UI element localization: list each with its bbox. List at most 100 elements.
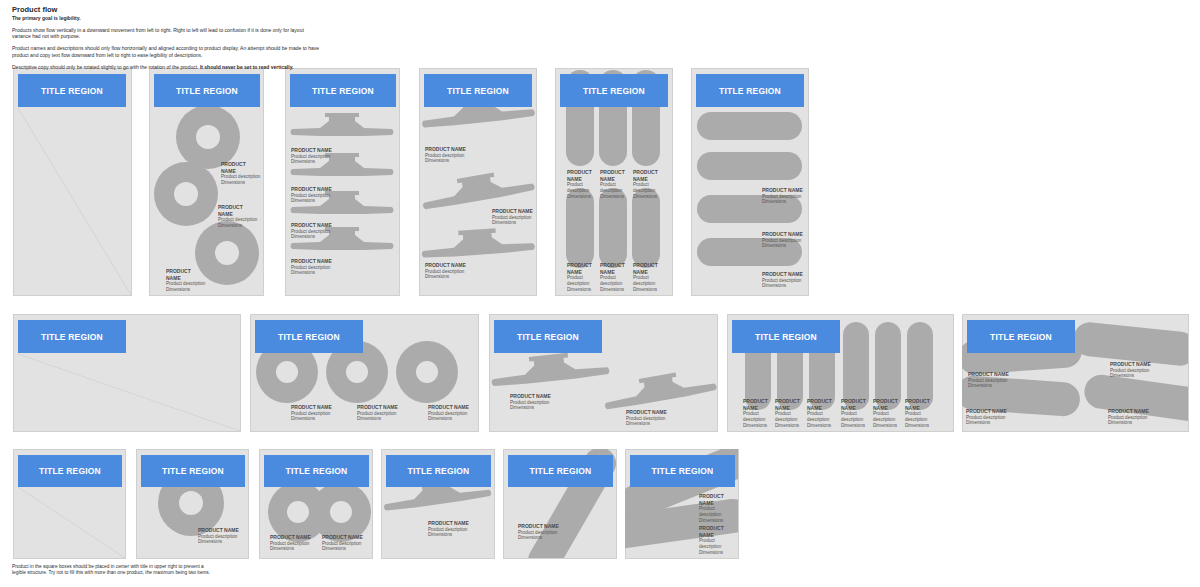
product-caption: PRODUCT NAMEProduct descriptionDimension…	[425, 146, 467, 164]
product-description: Product description	[425, 269, 467, 275]
product-name: PRODUCT NAME	[218, 204, 258, 217]
product-description: Product description	[762, 238, 804, 244]
product-caption: PRODUCT NAMEProduct descriptionDimension…	[762, 187, 804, 205]
guideline-note: Product names and descriptions should on…	[12, 45, 324, 59]
product-name: PRODUCT NAME	[518, 523, 563, 530]
product-description: Product description	[968, 378, 1013, 384]
product-dimensions: Dimensions	[699, 518, 736, 524]
product-caption: PRODUCT NAMEProduct descriptionDimension…	[428, 520, 473, 538]
product-description: Product description	[905, 411, 936, 423]
product-caption: PRODUCT NAMEProduct descriptionDimension…	[841, 398, 872, 429]
placeholder-diagonal	[18, 354, 240, 431]
product-name: PRODUCT NAME	[807, 398, 838, 411]
title-region-box: TITLE REGION	[732, 320, 840, 353]
product-dimensions: Dimensions	[322, 546, 367, 552]
product-dimensions: Dimensions	[518, 535, 563, 541]
panel-ground	[251, 315, 479, 432]
product-caption: PRODUCT NAMEProduct descriptionDimension…	[966, 408, 1011, 426]
title-region-box: TITLE REGION	[18, 74, 126, 107]
product-name: PRODUCT NAME	[291, 222, 336, 229]
product-description: Product description	[626, 416, 671, 422]
wheel-hole	[196, 125, 220, 149]
layout-panel: PRODUCT NAMEProduct descriptionDimension…	[489, 314, 717, 431]
panel-ground	[260, 450, 373, 559]
truck-shape	[291, 191, 394, 214]
truck-shape	[601, 366, 717, 411]
product-dimensions: Dimensions	[270, 546, 315, 552]
product-dimensions: Dimensions	[600, 194, 631, 200]
product-name: PRODUCT NAME	[600, 262, 631, 275]
product-caption: PRODUCT NAMEProduct descriptionDimension…	[567, 262, 598, 293]
placeholder-diagonal	[18, 108, 131, 295]
product-name: PRODUCT NAME	[966, 408, 1011, 415]
layout-panel: TITLE REGION	[13, 449, 125, 558]
product-name: PRODUCT NAME	[626, 409, 671, 416]
truck-shape	[291, 153, 394, 176]
guideline-note: Products show flow vertically in a downw…	[12, 27, 324, 41]
product-name: PRODUCT NAME	[633, 262, 664, 275]
emphasis-note: It should never be set to read verticall…	[200, 64, 294, 70]
truck-shape	[419, 166, 535, 211]
wheel-hole	[179, 491, 203, 515]
product-caption: PRODUCT NAMEProduct descriptionDimension…	[762, 271, 804, 289]
wheel-hole	[215, 241, 239, 265]
product-dimensions: Dimensions	[762, 243, 804, 249]
layout-panel: PRODUCT NAMEProduct descriptionDimension…	[259, 449, 372, 558]
title-region-box: TITLE REGION	[424, 74, 532, 107]
deck-shape	[632, 188, 660, 268]
product-name: PRODUCT NAME	[699, 493, 736, 506]
product-caption: PRODUCT NAMEProduct descriptionDimension…	[633, 262, 664, 293]
product-dimensions: Dimensions	[633, 194, 664, 200]
product-description: Product description	[166, 281, 206, 287]
product-description: Product description	[428, 527, 473, 533]
wheel-hole	[416, 361, 438, 383]
product-dimensions: Dimensions	[218, 223, 258, 229]
product-name: PRODUCT NAME	[762, 187, 804, 194]
product-dimensions: Dimensions	[841, 423, 872, 429]
wheel-hole	[346, 361, 368, 383]
product-caption: PRODUCT NAMEProduct descriptionDimension…	[291, 258, 336, 276]
wheel-shape	[154, 162, 218, 226]
product-description: Product description	[322, 541, 367, 547]
product-description: Product description	[357, 411, 402, 417]
product-name: PRODUCT NAME	[428, 520, 473, 527]
product-name: PRODUCT NAME	[510, 393, 555, 400]
product-caption: PRODUCT NAMEProduct descriptionDimension…	[518, 523, 563, 541]
notes-block: Product flowThe primary goal is legibili…	[12, 5, 324, 75]
product-caption: PRODUCT NAMEProduct descriptionDimension…	[567, 169, 598, 200]
product-name: PRODUCT NAME	[873, 398, 904, 411]
deck-shape	[599, 188, 627, 268]
product-name: PRODUCT NAME	[775, 398, 806, 411]
product-description: Product description	[510, 400, 555, 406]
product-dimensions: Dimensions	[762, 283, 804, 289]
wheel-shape	[195, 221, 259, 285]
product-caption: PRODUCT NAMEProduct descriptionDimension…	[762, 231, 804, 249]
title-region-box: TITLE REGION	[18, 455, 122, 487]
title-region-box: TITLE REGION	[494, 320, 602, 353]
product-description: Product description	[775, 411, 806, 423]
deck-shape	[1072, 321, 1188, 368]
deck-group	[962, 321, 1188, 424]
product-caption: PRODUCT NAMEProduct descriptionDimension…	[198, 527, 243, 545]
product-description: Product description	[291, 154, 336, 160]
layout-panel: PRODUCT NAMEProduct descriptionDimension…	[419, 68, 536, 295]
product-name: PRODUCT NAME	[198, 527, 243, 534]
title-region-label: TITLE REGION	[755, 332, 817, 342]
product-description: Product description	[291, 411, 336, 417]
product-name: PRODUCT NAME	[1108, 408, 1153, 415]
product-dimensions: Dimensions	[428, 416, 473, 422]
product-dimensions: Dimensions	[1110, 373, 1155, 379]
product-dimensions: Dimensions	[291, 198, 336, 204]
product-name: PRODUCT NAME	[841, 398, 872, 411]
product-dimensions: Dimensions	[425, 158, 467, 164]
guideline-note: Descriptive copy should only be rotated …	[12, 64, 324, 71]
product-name: PRODUCT NAME	[291, 147, 336, 154]
deck-group	[625, 449, 738, 551]
product-name: PRODUCT NAME	[291, 404, 336, 411]
layout-panel: PRODUCT NAMEProduct descriptionDimension…	[503, 449, 616, 558]
wheel-shape	[396, 341, 458, 403]
product-dimensions: Dimensions	[699, 550, 736, 556]
product-dimensions: Dimensions	[198, 539, 243, 545]
product-caption: PRODUCT NAMEProduct descriptionDimension…	[291, 222, 336, 240]
product-name: PRODUCT NAME	[762, 271, 804, 278]
